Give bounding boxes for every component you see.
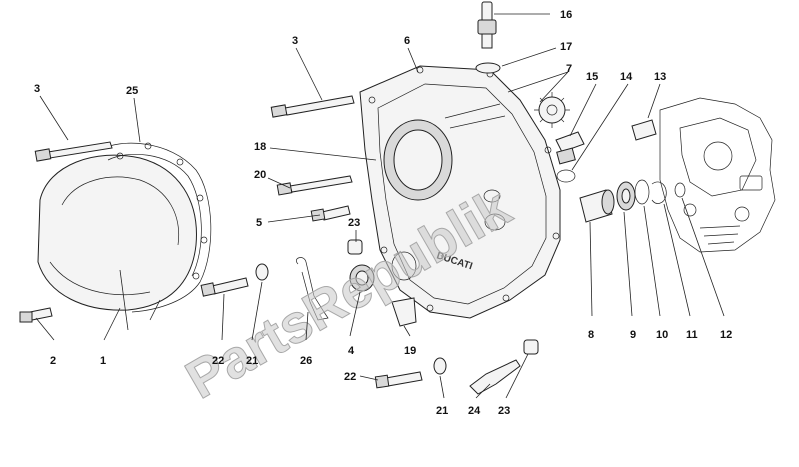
- washer-21-upper: [255, 263, 269, 281]
- clutch-cover: [37, 154, 197, 311]
- callout-22-upper: 22: [212, 355, 224, 367]
- circlip-11: [651, 181, 667, 204]
- callout-4: 4: [348, 345, 355, 357]
- bracket: [469, 359, 521, 395]
- callout-8: 8: [588, 329, 594, 341]
- bolt-22-upper: [200, 277, 249, 297]
- callout-25: 25: [126, 85, 138, 97]
- side-cover-housing: DUCATI: [359, 65, 561, 319]
- sensor-washer: [475, 62, 501, 74]
- callout-13: 13: [654, 71, 666, 83]
- callout-7: 7: [566, 63, 572, 75]
- small-plate: [391, 297, 417, 327]
- callout-18: 18: [254, 141, 266, 153]
- engine-block-outline: [659, 97, 776, 253]
- callout-6: 6: [404, 35, 410, 47]
- filler-o-ring: [556, 169, 576, 183]
- callout-17: 17: [560, 41, 572, 53]
- callout-20: 20: [254, 169, 266, 181]
- callout-26: 26: [300, 355, 312, 367]
- callout-23-upper: 23: [348, 217, 360, 229]
- oil-filler-cap: [555, 131, 585, 165]
- cover-gasket: [99, 142, 212, 313]
- bearing-sleeve: [579, 189, 615, 223]
- callout-10: 10: [656, 329, 668, 341]
- bolt-2: [19, 307, 53, 323]
- callout-2: 2: [50, 355, 56, 367]
- dowel-sleeve: [631, 119, 657, 141]
- cover-bolt-left-upper: [34, 141, 113, 162]
- callout-14: 14: [620, 71, 633, 83]
- callout-22-lower: 22: [344, 371, 356, 383]
- callout-11: 11: [686, 329, 698, 341]
- long-bolt-upper: [270, 95, 355, 118]
- callout-21-lower: 21: [436, 405, 448, 417]
- callout-23-lower: 23: [498, 405, 510, 417]
- wire-clip: [296, 257, 329, 321]
- callout-9: 9: [630, 329, 636, 341]
- bearing-inner-9: [621, 188, 631, 204]
- seal-ring: [391, 251, 417, 281]
- callout-3-left: 3: [34, 83, 40, 95]
- callout-16: 16: [560, 9, 572, 21]
- callout-12: 12: [720, 329, 732, 341]
- washer-21-lower: [433, 357, 447, 375]
- o-ring-12: [674, 182, 686, 198]
- callout-24: 24: [468, 405, 481, 417]
- bushing-23-lower: [523, 339, 539, 355]
- bolt-5: [310, 205, 351, 222]
- leader-lines: [35, 13, 725, 399]
- gear-icon: [534, 92, 570, 128]
- callout-5: 5: [256, 217, 262, 229]
- callout-15: 15: [586, 71, 598, 83]
- oil-seal: [349, 264, 375, 292]
- callout-labels: 16 3 6 17 7 15 14 13 3 25 18 20 5 23 2 1…: [34, 9, 732, 417]
- ring-10: [634, 179, 650, 205]
- callout-1: 1: [100, 355, 106, 367]
- temperature-sensor: [477, 1, 497, 49]
- bushing-23-upper: [347, 239, 363, 255]
- bolt-20: [276, 175, 353, 196]
- bolt-22-lower: [374, 371, 423, 389]
- callout-21-upper: 21: [246, 355, 258, 367]
- callout-3-upper: 3: [292, 35, 298, 47]
- callout-19: 19: [404, 345, 416, 357]
